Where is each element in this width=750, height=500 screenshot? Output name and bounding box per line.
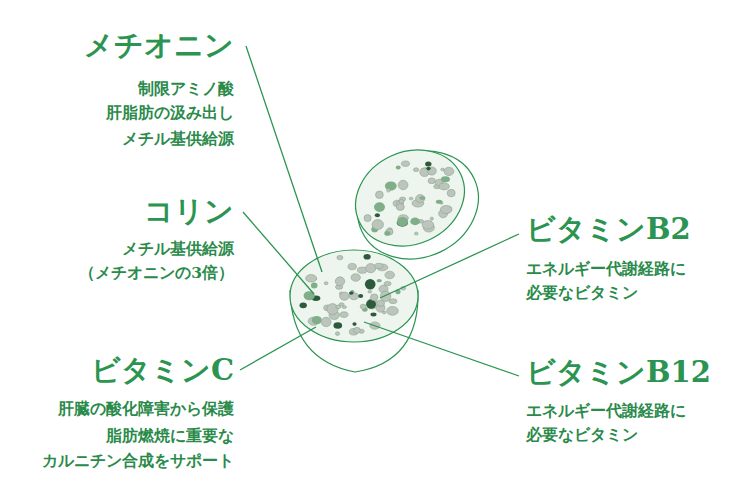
- spot: [348, 263, 356, 269]
- spot: [358, 294, 363, 298]
- spot: [426, 167, 430, 171]
- spot: [336, 305, 341, 309]
- spot: [444, 167, 454, 175]
- note-text: 制限アミノ酸: [138, 80, 234, 97]
- note-text: メチル基供給源: [122, 130, 234, 147]
- spot: [385, 271, 395, 279]
- nutrient-name: ビタミンC: [91, 355, 234, 387]
- spot: [380, 291, 390, 301]
- spot: [387, 189, 391, 193]
- spot: [335, 332, 339, 336]
- spot: [360, 304, 366, 309]
- note-text: メチル基供給源: [122, 240, 234, 257]
- spot: [375, 263, 383, 268]
- spot: [365, 279, 376, 290]
- spot: [389, 299, 397, 304]
- spot: [399, 199, 404, 203]
- spot: [354, 327, 361, 333]
- spot: [374, 202, 385, 212]
- spot: [428, 178, 435, 184]
- spot: [377, 279, 382, 282]
- nutrient-name: ビタミンB2: [526, 214, 691, 246]
- spot: [398, 180, 408, 189]
- spot: [335, 277, 344, 286]
- spot: [364, 215, 371, 222]
- spot: [349, 291, 354, 294]
- spot: [422, 221, 434, 230]
- spot: [351, 274, 360, 282]
- note-text: エネルギー代謝経路に: [526, 402, 686, 419]
- spot: [371, 313, 377, 317]
- spot: [409, 197, 413, 200]
- spot: [430, 217, 433, 220]
- note-text: 必要なビタミン: [526, 284, 638, 301]
- spot: [306, 275, 317, 283]
- nutrient-name: ビタミンB12: [526, 357, 711, 389]
- spot: [396, 166, 401, 170]
- note-text: （メチオニンの3倍）: [79, 264, 234, 281]
- spot: [342, 306, 347, 309]
- spot: [441, 176, 450, 182]
- spot: [415, 232, 419, 235]
- spot: [324, 282, 328, 285]
- spot: [425, 161, 431, 166]
- spot: [321, 317, 331, 326]
- spot: [447, 189, 455, 197]
- spot: [312, 316, 322, 324]
- spot: [366, 264, 376, 273]
- note-text: カルニチン合成をサポート: [42, 452, 234, 469]
- spot: [396, 204, 404, 211]
- spot: [376, 191, 384, 199]
- spot: [300, 302, 307, 308]
- spot: [337, 255, 343, 259]
- spot: [436, 200, 443, 204]
- spot: [370, 294, 378, 301]
- lower-half: [290, 250, 418, 372]
- spot: [364, 254, 371, 260]
- spot: [334, 322, 343, 328]
- spot: [340, 312, 348, 318]
- spot: [416, 195, 425, 203]
- spot: [368, 291, 372, 293]
- spot: [439, 183, 450, 190]
- spot: [441, 168, 445, 171]
- spot: [340, 292, 349, 300]
- spot: [311, 282, 318, 288]
- spot: [352, 322, 356, 326]
- nutrient-name: コリン: [144, 196, 234, 228]
- note-text: エネルギー代謝経路に: [526, 260, 686, 277]
- spot: [372, 220, 383, 230]
- spot: [420, 196, 426, 200]
- spot: [384, 231, 390, 236]
- nutrient-name: メチオニン: [84, 30, 234, 62]
- note-text: 脂肪燃焼に重要な: [106, 427, 234, 444]
- spot: [410, 218, 420, 226]
- spot: [401, 161, 409, 166]
- spot: [375, 213, 380, 217]
- leader-lines: [240, 46, 519, 376]
- spot: [387, 307, 399, 316]
- note-text: 肝臓の酸化障害から保護: [58, 400, 234, 417]
- spot: [397, 217, 408, 227]
- spot: [413, 168, 418, 172]
- spot: [382, 311, 386, 314]
- note-text: 肝脂肪の汲み出し: [106, 104, 234, 121]
- note-text: 必要なビタミン: [526, 426, 638, 443]
- spot: [440, 205, 452, 213]
